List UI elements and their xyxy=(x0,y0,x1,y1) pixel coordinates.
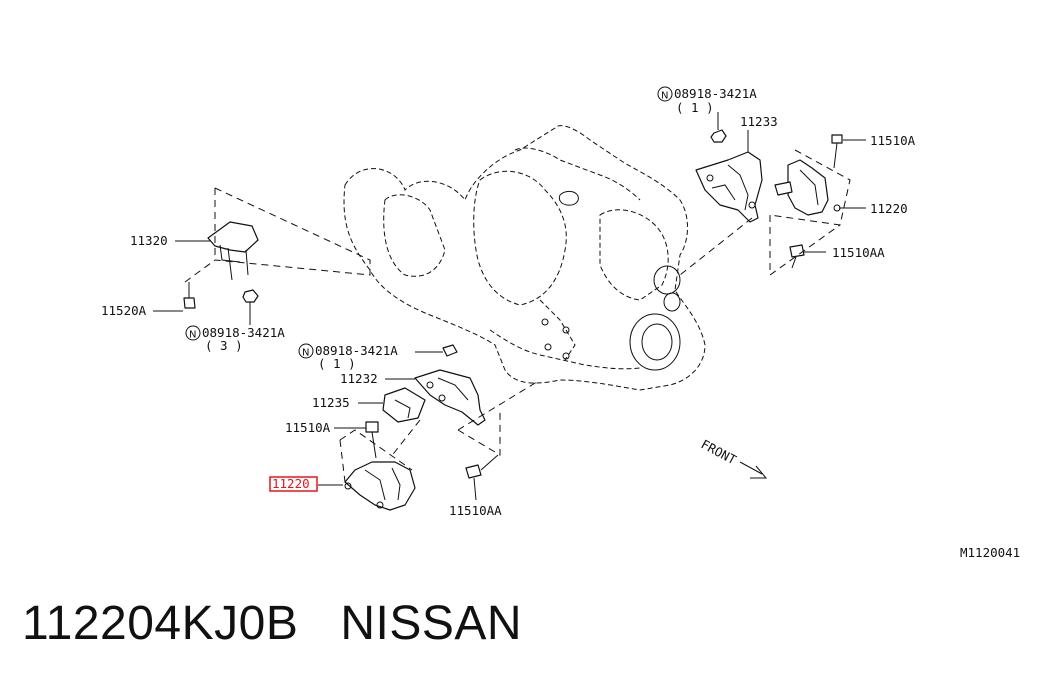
diagram-code: M1120041 xyxy=(960,545,1020,560)
engine-block xyxy=(343,125,706,391)
part-number: 112204KJ0B xyxy=(22,597,299,650)
label-bolt-mid: 11510A xyxy=(285,420,331,435)
label-bolt-left: 11520A xyxy=(101,303,147,318)
svg-text:N: N xyxy=(189,330,196,341)
label-nut-mid-qty: ( 1 ) xyxy=(318,356,356,371)
front-direction-indicator: FRONT xyxy=(699,436,768,479)
label-bolt-mid-aa: 11510AA xyxy=(449,503,502,518)
label-nut-mid: 08918-3421A xyxy=(315,343,398,358)
label-bracket-mid: 11232 xyxy=(340,371,378,386)
highlight-box xyxy=(269,476,318,492)
bracket-11233 xyxy=(695,151,763,223)
label-insulator-highlighted[interactable]: 11220 xyxy=(272,476,310,491)
label-insulator-top: 11220 xyxy=(870,201,908,216)
insulator-11220-top xyxy=(787,159,829,216)
part-caption: 112204KJ0B NISSAN xyxy=(22,596,564,651)
n-circle-icon xyxy=(185,325,201,341)
label-bolt-top-aa: 11510AA xyxy=(832,245,885,260)
label-bracket-top: 11233 xyxy=(740,114,778,129)
n-circle-icon xyxy=(298,343,314,359)
label-part-11235: 11235 xyxy=(312,395,350,410)
label-nut-left-qty: ( 3 ) xyxy=(205,338,243,353)
label-nut-top-qty: ( 1 ) xyxy=(676,100,714,115)
insulator-11220-bottom xyxy=(344,461,416,511)
mount-group-left xyxy=(153,187,371,325)
front-arrow-icon xyxy=(739,461,768,479)
brand-name: NISSAN xyxy=(340,597,523,650)
svg-text:N: N xyxy=(302,348,309,359)
nut-top xyxy=(710,129,727,143)
front-label: FRONT xyxy=(699,436,740,467)
mount-group-bottom xyxy=(318,344,541,511)
labels: N 08918-3421A ( 1 ) 11233 11510A 11220 1… xyxy=(101,86,1020,560)
label-bolt-top: 11510A xyxy=(870,133,916,148)
n-circle-icon xyxy=(657,86,673,102)
bracket-11232 xyxy=(414,369,486,426)
mount-group-top-right xyxy=(679,112,866,276)
label-insulator-left: 11320 xyxy=(130,233,168,248)
label-nut-top: 08918-3421A xyxy=(674,86,757,101)
label-nut-left: 08918-3421A xyxy=(202,325,285,340)
n-circle-letter: N xyxy=(661,91,668,102)
insulator-11320 xyxy=(207,221,259,253)
